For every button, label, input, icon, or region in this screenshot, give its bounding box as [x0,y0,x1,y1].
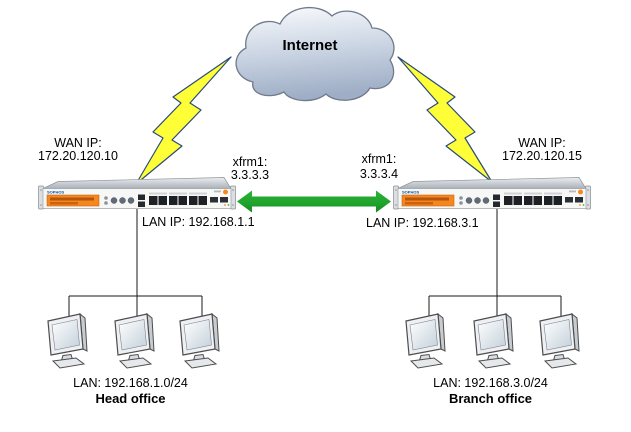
xfrm-caption-right: xfrm1: [361,152,397,166]
lan-subnet-right: LAN: 192.168.3.0/24 [433,376,548,390]
site-label-head-office: LAN: 192.168.1.0/24 Head office [53,376,208,406]
wan-ip-caption-right: WAN IP: [518,136,566,150]
lan-cabling-right [428,209,562,316]
computer-head-office-3 [179,313,220,369]
site-name-branch-office: Branch office [448,391,533,406]
lan-ip-label-left: LAN IP: 192.168.1.1 [142,215,255,229]
wan-ip-value-right: 172.20.120.15 [502,149,582,163]
site-name-head-office: Head office [95,391,166,406]
computer-head-office-2 [114,313,155,369]
lan-cabling-left [68,209,203,316]
lan-ip-label-right: LAN IP: 192.168.3.1 [366,216,479,230]
computer-branch-office-1 [405,313,446,369]
firewall-branch-office [393,177,591,210]
computer-branch-office-2 [473,313,514,369]
internet-label: Internet [282,37,338,54]
xfrm-caption-left: xfrm1: [232,155,268,169]
wan-ip-value-left: 172.20.120.10 [38,149,118,163]
site-label-branch-office: LAN: 192.168.3.0/24 Branch office [413,376,568,406]
computer-head-office-1 [47,313,88,369]
wan-ip-caption-left: WAN IP: [54,136,102,150]
firewall-head-office [38,177,236,210]
wan-ip-label-left: WAN IP: 172.20.120.10 [14,137,142,163]
xfrm-ip-left: 3.3.3.3 [230,168,270,182]
xfrm-interface-label-left: xfrm1: 3.3.3.3 [210,156,290,182]
lan-subnet-left: LAN: 192.168.1.0/24 [73,376,188,390]
computer-branch-office-3 [539,313,580,369]
xfrm-interface-label-right: xfrm1: 3.3.3.4 [336,152,422,182]
wan-ip-label-right: WAN IP: 172.20.120.15 [477,137,607,163]
vpn-tunnel-arrow [237,190,391,213]
internet-cloud [235,6,395,102]
xfrm-ip-right: 3.3.3.4 [359,167,399,181]
